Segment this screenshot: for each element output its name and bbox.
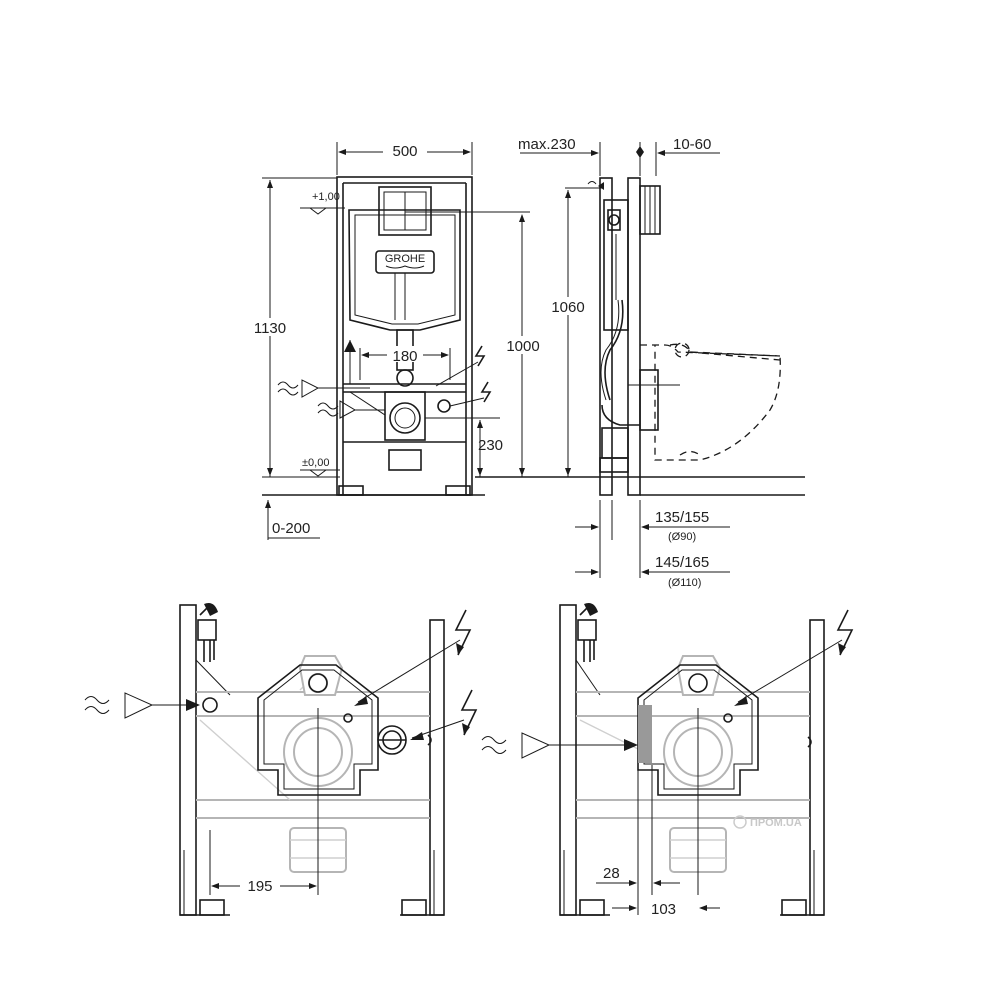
water-inlet-arrow-icon	[481, 732, 638, 759]
detail-right-upright-left	[559, 604, 577, 916]
dim-depth-135-155: 135/155	[655, 509, 709, 526]
dim-height-1130: 1130	[254, 320, 286, 337]
flush-pipe	[604, 299, 624, 401]
water-inlet-arrow-icon	[317, 400, 385, 419]
water-inlet-arrow-icon	[277, 379, 370, 398]
power-bolt-icon	[836, 609, 854, 656]
level-bottom: ±0,00	[302, 457, 329, 469]
drain-outlet	[389, 402, 421, 434]
detail-left: 195	[84, 603, 478, 916]
dim-depth-135-note: (Ø90)	[668, 531, 696, 543]
drain-block	[384, 391, 426, 441]
detail-left-upright-left	[179, 604, 197, 916]
dim-height-1060: 1060	[551, 299, 584, 316]
power-bolt-icon	[454, 609, 472, 656]
dim-offset-103: 103	[651, 901, 676, 918]
connection-bracket-right	[637, 664, 759, 796]
side-view: max.230 10-60 1060 135/155 (Ø90) 145/165…	[475, 136, 805, 589]
detail-left-upright-right	[429, 619, 445, 916]
dim-offset-195: 195	[247, 878, 272, 895]
actuation-plate	[378, 186, 432, 236]
dim-height-1000: 1000	[506, 338, 539, 355]
detail-right: 28 103 ПРОМ.UA	[481, 603, 854, 918]
frame-foot-left	[338, 485, 364, 496]
side-wall-frame	[627, 177, 641, 496]
dim-depth-145-note: (Ø110)	[668, 577, 701, 589]
cistern-tank	[348, 209, 461, 331]
water-inlet-arrow-icon	[84, 692, 200, 719]
level-triangle-icon	[309, 207, 327, 215]
dim-wall-10-60: 10-60	[673, 136, 711, 153]
power-bolt-icon	[460, 689, 478, 736]
dim-width-500: 500	[392, 143, 417, 160]
level-top: +1,00	[312, 191, 340, 203]
dim-depth-145-165: 145/165	[655, 554, 709, 571]
watermark-text: ПРОМ.UA	[750, 817, 802, 829]
dim-spacing-180: 180	[392, 348, 417, 365]
level-triangle-icon	[309, 469, 327, 477]
connection-bracket	[257, 664, 379, 796]
front-view: GROHE 500	[248, 141, 546, 540]
dim-max-230: max.230	[518, 136, 576, 153]
power-bolt-icon	[480, 381, 492, 403]
detail-right-upright-right	[809, 619, 825, 916]
grohe-logo-text: GROHE	[385, 253, 425, 265]
side-inlet-highlight	[638, 705, 652, 763]
toilet-bowl-outline	[640, 344, 781, 461]
watermark: ПРОМ.UA	[733, 815, 802, 829]
dim-height-230: 230	[478, 437, 503, 454]
dim-adjust-0-200: 0-200	[272, 520, 310, 537]
power-bolt-icon	[474, 345, 486, 367]
frame-foot-right	[445, 485, 471, 496]
frame-outline	[336, 176, 473, 496]
dim-offset-28: 28	[603, 865, 620, 882]
